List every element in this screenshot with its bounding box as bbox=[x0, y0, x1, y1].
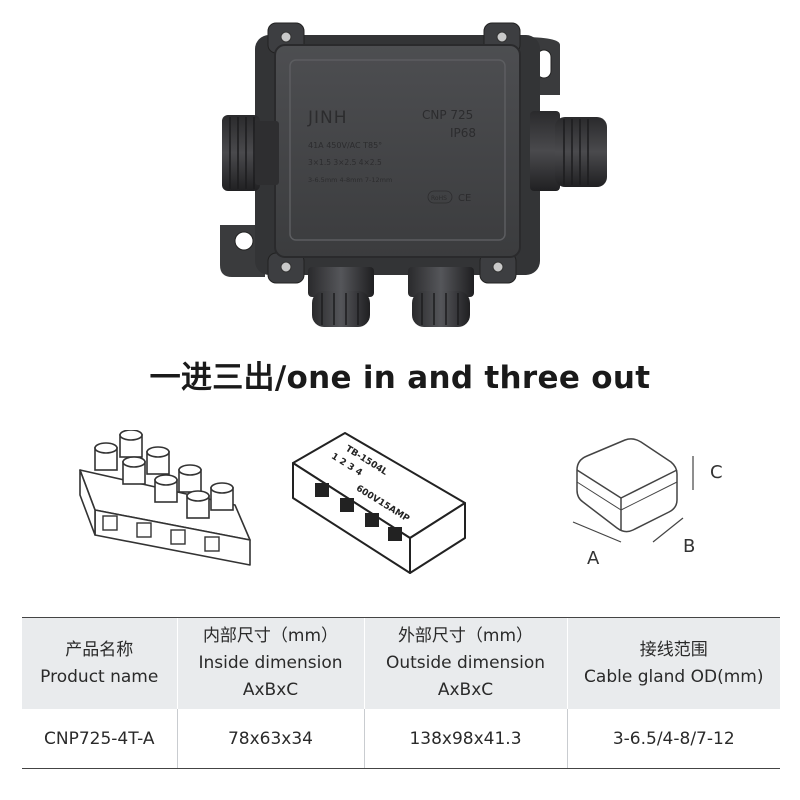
spec-mark-3: 3-6.5mm 4-8mm 7-12mm bbox=[308, 176, 392, 184]
spec-table: 产品名称 Product name 内部尺寸（mm） Inside dimens… bbox=[22, 617, 780, 769]
dimension-label-a: A bbox=[587, 548, 600, 569]
spec-mark-2: 3×1.5 3×2.5 4×2.5 bbox=[308, 158, 382, 167]
terminal-block-illustration: TB-1504L 1 2 3 4 600V15AMP bbox=[292, 432, 466, 574]
header-en: Product name bbox=[40, 666, 159, 687]
header-inside-dimension: 内部尺寸（mm） Inside dimension AxBxC bbox=[176, 617, 364, 709]
ip-rating-mark: IP68 bbox=[450, 126, 476, 140]
header-cn: 产品名称 bbox=[65, 639, 134, 660]
dimension-label-c: C bbox=[710, 462, 723, 483]
box-lid bbox=[274, 44, 521, 258]
spec-mark-1: 41A 450V/AC T85° bbox=[308, 141, 382, 150]
cable-gland-bottom-right bbox=[408, 267, 474, 327]
mount-ear-bottom-left bbox=[220, 225, 265, 277]
table-header-row: 产品名称 Product name 内部尺寸（mm） Inside dimens… bbox=[22, 617, 780, 709]
ce-mark: CE bbox=[458, 193, 471, 204]
cell-product-name: CNP725-4T-A bbox=[22, 709, 177, 769]
junction-box-image: JINH CNP 725 IP68 41A 450V/AC T85° 3×1.5… bbox=[220, 22, 607, 327]
dimension-diagram: A B C bbox=[572, 438, 723, 569]
header-product-name: 产品名称 Product name bbox=[22, 617, 177, 709]
header-sub: AxBxC bbox=[242, 680, 299, 700]
rohs-mark: RoHS bbox=[431, 195, 447, 202]
header-cn: 内部尺寸（mm） bbox=[202, 626, 339, 646]
header-cn: 接线范围 bbox=[639, 639, 708, 660]
cell-cable-gland: 3-6.5/4-8/7-12 bbox=[566, 709, 780, 769]
header-en: Cable gland OD(mm) bbox=[584, 666, 764, 687]
header-sub: AxBxC bbox=[437, 680, 494, 700]
header-cable-gland: 接线范围 Cable gland OD(mm) bbox=[566, 617, 780, 709]
cable-gland-right bbox=[530, 111, 560, 191]
header-en: Outside dimension bbox=[385, 653, 546, 673]
brand-mark: JINH bbox=[307, 108, 348, 128]
headline: 一进三出/one in and three out bbox=[149, 360, 651, 396]
model-mark: CNP 725 bbox=[422, 108, 473, 122]
dimension-label-b: B bbox=[683, 536, 695, 557]
table-row: CNP725-4T-A 78x63x34 138x98x41.3 3-6.5/4… bbox=[22, 709, 780, 769]
terminal-strip-illustration bbox=[79, 430, 251, 566]
cell-outside-dimension: 138x98x41.3 bbox=[363, 709, 567, 769]
cell-inside-dimension: 78x63x34 bbox=[176, 709, 364, 769]
cable-gland-bottom-left bbox=[308, 267, 374, 327]
cable-gland-left bbox=[222, 115, 260, 191]
header-outside-dimension: 外部尺寸（mm） Outside dimension AxBxC bbox=[363, 617, 567, 709]
header-cn: 外部尺寸（mm） bbox=[397, 626, 534, 646]
screw-icon bbox=[280, 31, 508, 273]
header-en: Inside dimension bbox=[198, 653, 343, 673]
